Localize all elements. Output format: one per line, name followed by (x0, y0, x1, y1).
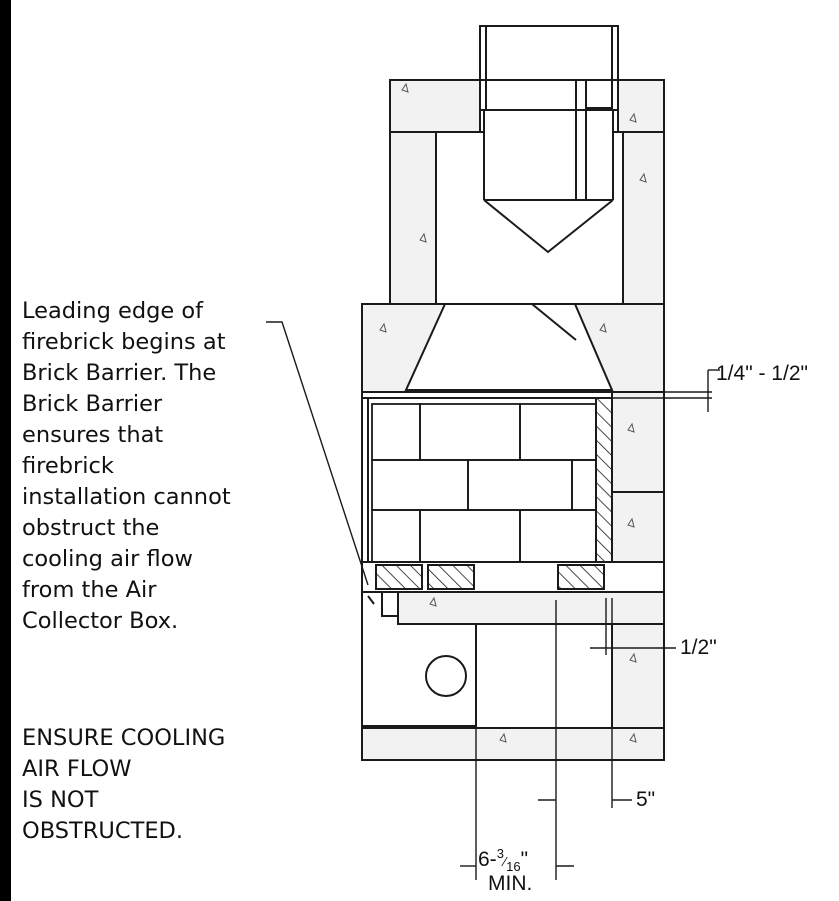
top-gap-label: 1/4" - 1/2" (716, 362, 808, 385)
note-leader-line (266, 321, 369, 586)
brick-barrier-note: Leading edge of firebrick begins at Bric… (22, 298, 231, 634)
min-width-numerator: 3 (496, 846, 504, 861)
min-width-inch: " (520, 848, 529, 871)
air-collector-box (361, 591, 477, 727)
chimney-flue (479, 25, 619, 111)
firebox-frame (361, 391, 613, 563)
hearth-offset-label: 5" (636, 788, 656, 811)
left-border-bar (0, 0, 11, 901)
top-gap-dimension (612, 369, 720, 412)
cooling-air-warning: ENSURE COOLING AIR FLOW IS NOT OBSTRUCTE… (22, 725, 226, 844)
side-gap-dimension (590, 598, 676, 655)
min-width-whole: 6- (478, 848, 497, 871)
firebox-back-wall (595, 397, 613, 563)
hearth-slab (361, 591, 665, 761)
min-label: MIN. (488, 872, 533, 895)
bottom-dimensions (460, 600, 632, 880)
side-gap-label: 1/2" (680, 636, 717, 659)
min-width-label: 6-3⁄16" (478, 846, 529, 875)
chimney-masonry (389, 79, 665, 305)
flue-damper (436, 80, 623, 254)
concrete-texture (379, 82, 647, 743)
right-jamb (611, 391, 665, 563)
smoke-chamber (361, 303, 665, 393)
brick-barrier-row (361, 561, 665, 593)
min-width-denominator: 16 (506, 859, 521, 875)
